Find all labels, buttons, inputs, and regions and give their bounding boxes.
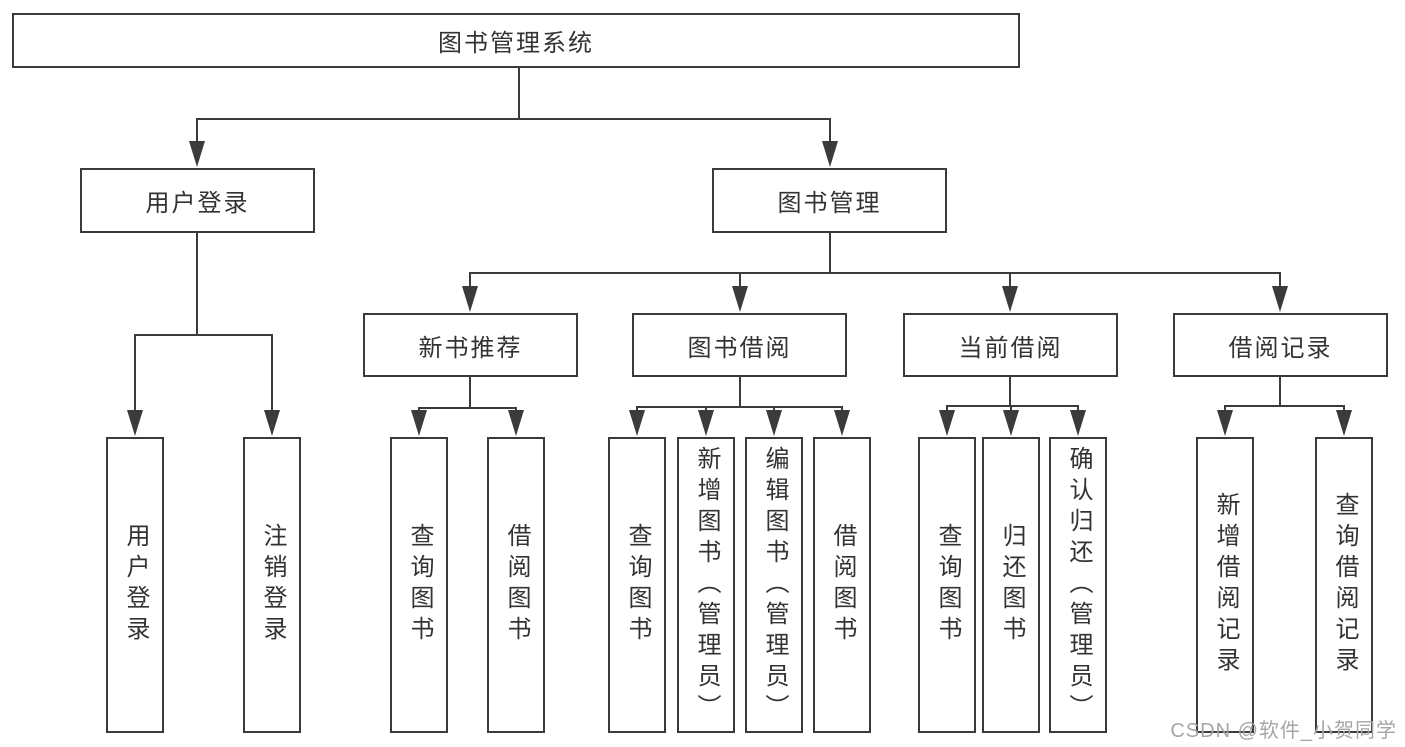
node-root: 图书管理系统 xyxy=(12,13,1020,68)
leaf-add-books-admin: 新增图书（管理员） xyxy=(677,437,735,733)
node-current-borrow: 当前借阅 xyxy=(903,313,1118,377)
node-book-borrow: 图书借阅 xyxy=(632,313,847,377)
node-user-login: 用户登录 xyxy=(80,168,315,233)
leaf-add-borrow-record: 新增借阅记录 xyxy=(1196,437,1254,733)
leaf-borrow-books-borrow: 借阅图书 xyxy=(813,437,871,733)
leaf-confirm-return-admin: 确认归还（管理员） xyxy=(1049,437,1107,733)
leaf-query-books-recommend: 查询图书 xyxy=(390,437,448,733)
csdn-watermark: CSDN @软件_小贺同学 xyxy=(1170,720,1397,742)
leaf-query-books-borrow: 查询图书 xyxy=(608,437,666,733)
leaf-user-login: 用户登录 xyxy=(106,437,164,733)
node-new-book-recommend: 新书推荐 xyxy=(363,313,578,377)
leaf-query-books-current: 查询图书 xyxy=(918,437,976,733)
leaf-borrow-books-recommend: 借阅图书 xyxy=(487,437,545,733)
node-book-management: 图书管理 xyxy=(712,168,947,233)
node-borrow-records: 借阅记录 xyxy=(1173,313,1388,377)
leaf-logout: 注销登录 xyxy=(243,437,301,733)
arrowheads xyxy=(127,141,1352,436)
leaf-edit-books-admin: 编辑图书（管理员） xyxy=(745,437,803,733)
leaf-return-books: 归还图书 xyxy=(982,437,1040,733)
leaf-query-borrow-record: 查询借阅记录 xyxy=(1315,437,1373,733)
